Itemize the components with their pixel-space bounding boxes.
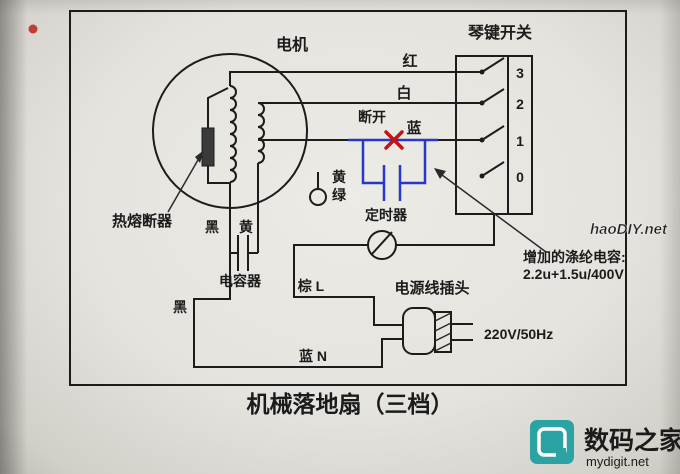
live-wire [293, 244, 403, 326]
ground-green-label: 绿 [332, 187, 347, 203]
brand-logo-icon [530, 420, 574, 464]
motor-yellow-label: 黄 [239, 219, 253, 235]
neutral-blue-label: 蓝 N [299, 348, 327, 364]
switch-position-0: 0 [516, 169, 524, 185]
wire-blue-label: 蓝 [406, 119, 421, 137]
brand-name: 数码之家 [584, 426, 680, 455]
plug-label: 电源线插头 [394, 279, 469, 297]
annotation-line2: 2.2u+1.5u/400V [523, 266, 624, 282]
run-capacitor-plates [237, 235, 249, 271]
brand-logo-notch [556, 448, 566, 458]
capacitor-label: 电容器 [219, 273, 262, 289]
motor-winding-aux [257, 102, 265, 164]
ground-yellow-label: 黄 [332, 169, 346, 185]
annotation-arrow-line [437, 171, 547, 253]
motor-black-label: 黑 [205, 219, 219, 235]
wire-red-label: 红 [402, 52, 417, 70]
contact-levers [481, 57, 505, 177]
switch-position-2: 2 [516, 96, 524, 112]
voltage-label: 220V/50Hz [484, 326, 553, 342]
disconnect-label: 断开 [358, 109, 386, 125]
ground-circle [309, 188, 327, 206]
break-x-mark [384, 130, 404, 150]
brand-logo: 数码之家 mydigit.net [530, 420, 680, 469]
caption-title: 机械落地扇（三档） [247, 391, 454, 417]
motor-winding-main [229, 85, 237, 183]
fuse-pointer-arrowhead [195, 150, 204, 163]
switch-position-1: 1 [516, 133, 524, 149]
thermal-fuse-leads [207, 87, 230, 184]
timer-switch-circle [367, 230, 397, 260]
fuse-pointer-line [167, 152, 203, 213]
red-wire [229, 71, 482, 86]
neutral-black-label: 黑 [173, 299, 187, 315]
annotation-line1: 增加的涤纶电容: [523, 249, 626, 265]
plug-prongs [451, 323, 473, 341]
plug-hatch-plate [434, 311, 452, 353]
plug-body [402, 307, 436, 355]
piano-switch-label: 琴键开关 [467, 23, 532, 42]
plug-hatch-lines [434, 312, 452, 352]
haodiy-watermark: haoDIY.net [590, 221, 668, 238]
annotation-arrowhead [434, 168, 446, 179]
timer-label: 定时器 [365, 207, 408, 223]
motor-label: 电机 [276, 35, 308, 54]
diagram-frame [69, 10, 627, 386]
switch-position-3: 3 [516, 65, 524, 81]
motor-black-neutral-wire [193, 182, 403, 368]
wire-white-label: 白 [396, 84, 411, 102]
thermal-fuse-body [201, 127, 215, 167]
red-corner-dot [28, 24, 38, 34]
live-label: 棕 L [297, 278, 325, 294]
piano-common-wire [396, 214, 495, 246]
brand-logo-glyph [537, 427, 567, 457]
blue-capacitor-branch [348, 138, 438, 201]
timer-switch-lever [371, 231, 393, 255]
thermal-fuse-label: 热熔断器 [112, 212, 173, 230]
brand-site: mydigit.net [586, 454, 649, 469]
piano-switch-contacts [479, 57, 505, 179]
